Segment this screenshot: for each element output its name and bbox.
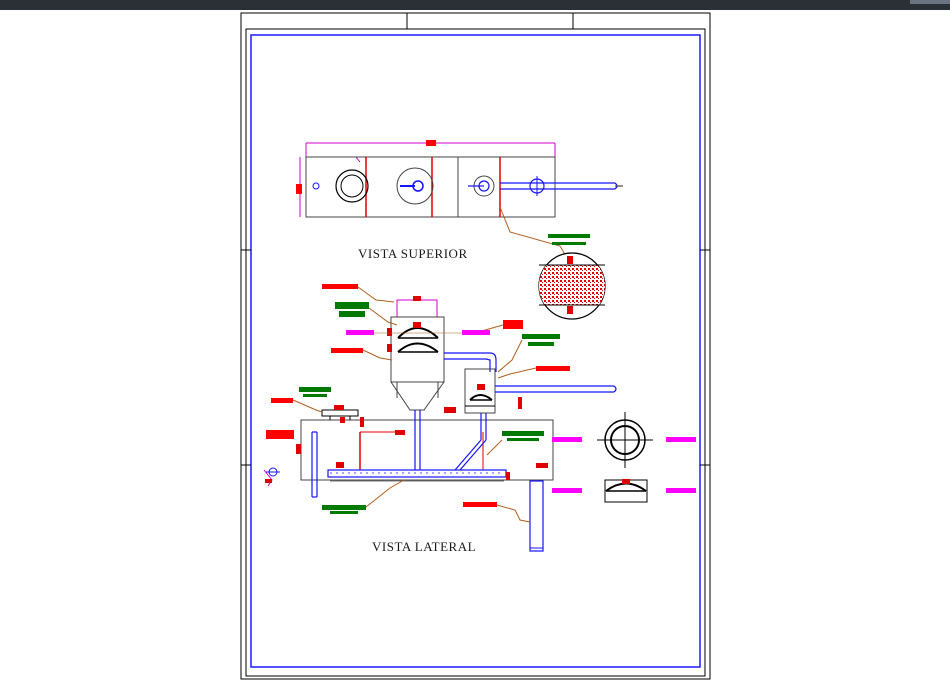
lower-dome — [397, 342, 439, 353]
hatched-detail — [538, 234, 606, 320]
inlet-valve — [321, 405, 359, 423]
tower-connector-pipe — [444, 352, 497, 372]
chamber-1-outer — [335, 169, 369, 203]
outlet-pipe-top — [468, 182, 623, 190]
zone-ticks — [241, 13, 710, 466]
top-view — [296, 140, 623, 257]
base-tank — [300, 419, 554, 481]
side-view-title: VISTA LATERAL — [372, 539, 477, 554]
cad-drawing — [240, 12, 711, 680]
callout-labels — [266, 284, 570, 523]
chamber-2-outer — [396, 167, 434, 205]
side-outlet-pipe — [495, 385, 617, 393]
sheet-inner-border — [245, 28, 706, 677]
inlet-small-circle — [312, 182, 320, 190]
tower-cap — [396, 299, 438, 318]
hopper-cone — [390, 381, 445, 411]
overflow-pipe — [529, 480, 544, 552]
section-detail-round — [552, 412, 696, 468]
sheet-outer-border — [240, 12, 711, 680]
distribution-pipe — [327, 462, 510, 482]
drawing-frame — [250, 34, 701, 668]
detail-leader — [499, 206, 567, 257]
toolbar-accent — [910, 0, 950, 4]
top-view-title: VISTA SUPERIOR — [358, 246, 468, 261]
drawing-canvas[interactable]: VISTA SUPERIOR VISTA LATERAL — [0, 10, 950, 680]
compartment-dividers — [365, 157, 501, 217]
left-vertical-pipe — [311, 431, 318, 498]
section-detail-dome — [552, 479, 696, 503]
tank-body-top — [305, 156, 556, 218]
top-view-dimension — [296, 140, 556, 217]
side-view — [263, 296, 617, 552]
left-fitting — [263, 467, 280, 487]
secondary-chamber — [464, 368, 496, 414]
chamber-1-inner — [340, 174, 364, 198]
viewer-toolbar — [0, 0, 950, 10]
center-drop-pipe — [414, 410, 487, 471]
